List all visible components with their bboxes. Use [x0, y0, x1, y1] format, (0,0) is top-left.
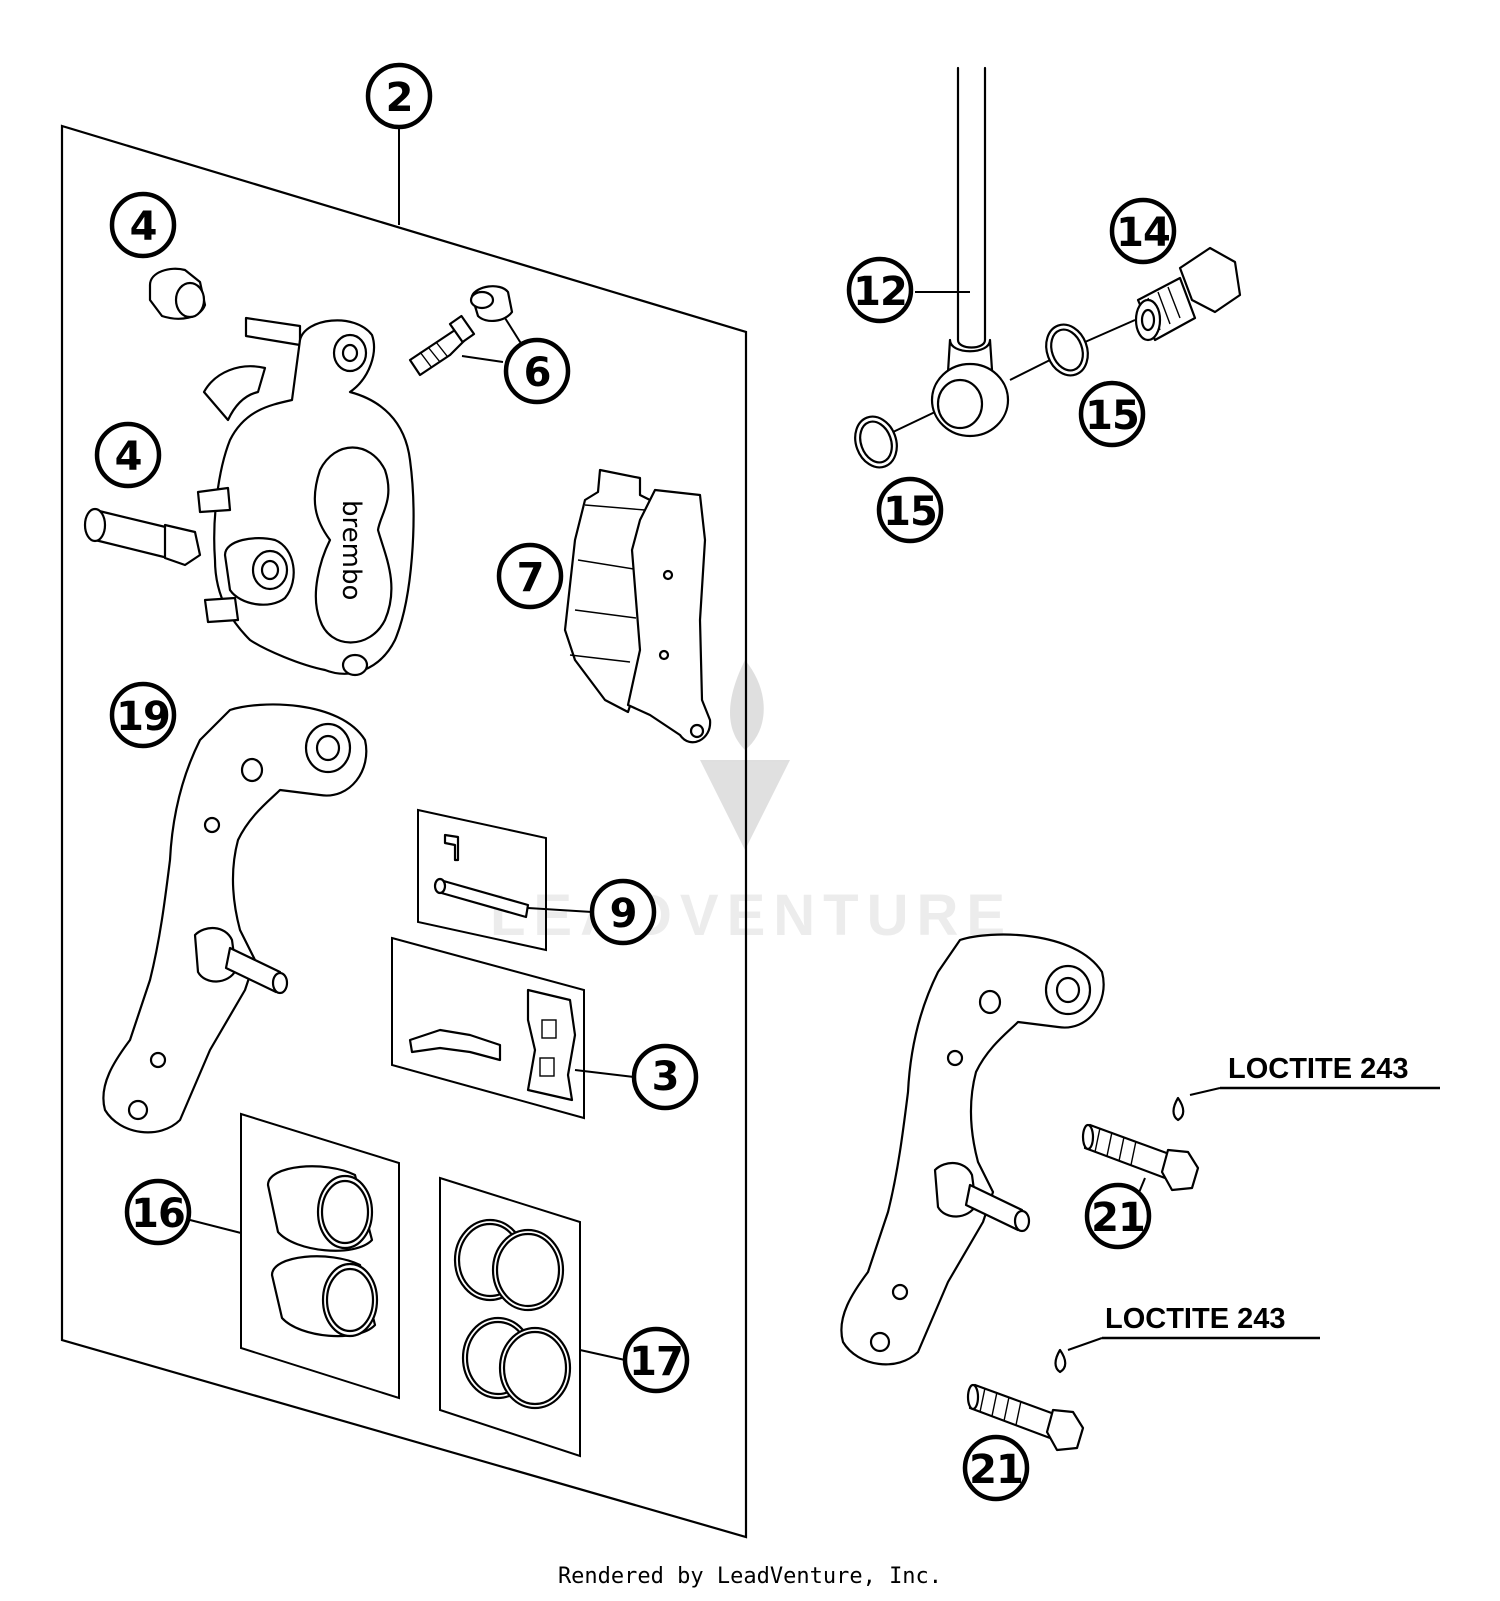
banjo-bolt-part: [1134, 246, 1242, 342]
piston-kit-part: [240, 1112, 400, 1400]
washer-right-part: [1045, 323, 1089, 377]
callout-14-label: 14: [1116, 210, 1170, 256]
callout-17[interactable]: 17: [622, 1326, 690, 1394]
kit-panel: [60, 124, 748, 1539]
callout-4-top[interactable]: 4: [109, 191, 177, 259]
pad-spring-kit-part: [391, 936, 585, 1120]
callout-2-label: 2: [386, 75, 413, 121]
callout-6-label: 6: [524, 350, 551, 396]
brake-pads-part: [563, 468, 712, 744]
pad-pin-kit-part: [417, 808, 547, 952]
brake-caliper-part: brembo: [196, 316, 415, 677]
caliper-bracket-right-part: [840, 933, 1105, 1366]
brake-line-part: [930, 66, 1010, 438]
callout-7-label: 7: [517, 555, 544, 601]
callout-14[interactable]: 14: [1109, 197, 1177, 265]
callout-15-right[interactable]: 15: [1078, 380, 1146, 448]
seal-kit-part: [439, 1176, 581, 1458]
callout-21-upper[interactable]: 21: [1084, 1182, 1152, 1250]
watermark-text: LEADVENTURE: [490, 883, 1013, 948]
callout-15-right-label: 15: [1085, 393, 1139, 439]
bushing-part: [148, 267, 207, 320]
washer-left-part: [854, 415, 898, 469]
screw-lower-part: [966, 1348, 1085, 1452]
caliper-bracket-part: [102, 703, 368, 1134]
callout-12-label: 12: [853, 269, 907, 315]
callout-6[interactable]: 6: [503, 337, 571, 405]
slide-pin-bolt-part: [83, 507, 202, 567]
callout-21-lower[interactable]: 21: [962, 1434, 1030, 1502]
footer-credit: Rendered by LeadVenture, Inc.: [557, 1564, 943, 1589]
callout-3-label: 3: [652, 1054, 679, 1100]
callout-9[interactable]: 9: [589, 878, 657, 946]
callout-21-upper-label: 21: [1091, 1195, 1145, 1241]
bleeder-valve-part: [408, 285, 514, 377]
callout-9-label: 9: [610, 891, 637, 937]
callout-2[interactable]: 2: [365, 62, 433, 130]
callout-19-label: 19: [116, 694, 170, 740]
callout-4-lower[interactable]: 4: [94, 421, 162, 489]
callout-3[interactable]: 3: [631, 1043, 699, 1111]
screw-upper-part: [1081, 1096, 1200, 1192]
callout-12[interactable]: 12: [846, 256, 914, 324]
callout-19[interactable]: 19: [109, 681, 177, 749]
callout-16-label: 16: [131, 1191, 185, 1237]
loctite-note-upper: LOCTITE 243: [1228, 1053, 1409, 1085]
callout-4-lower-label: 4: [115, 434, 142, 480]
callout-16[interactable]: 16: [124, 1178, 192, 1246]
callout-21-lower-label: 21: [969, 1447, 1023, 1493]
callout-15-left-label: 15: [883, 489, 937, 535]
callout-7[interactable]: 7: [496, 542, 564, 610]
callout-15-left[interactable]: 15: [876, 476, 944, 544]
callout-17-label: 17: [629, 1339, 683, 1385]
loctite-note-lower: LOCTITE 243: [1105, 1303, 1286, 1335]
caliper-brand-text: brembo: [336, 500, 366, 600]
callout-4-top-label: 4: [130, 204, 157, 250]
